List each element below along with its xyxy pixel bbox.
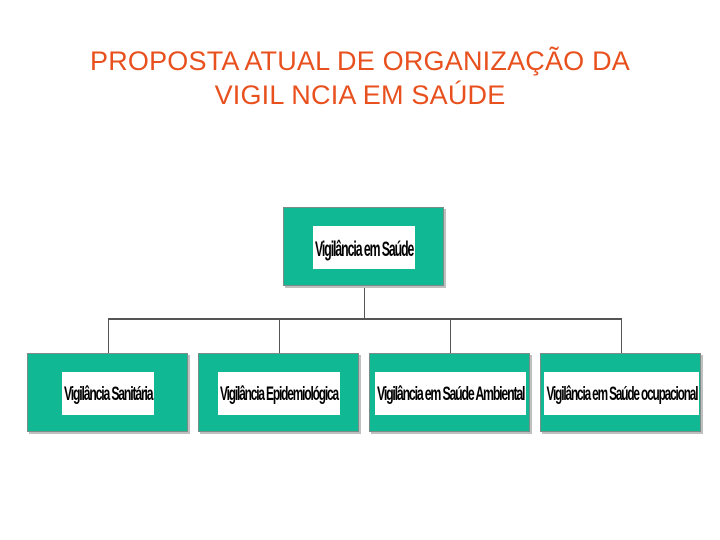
node-label: Vigilância Epidemiológica [218, 372, 340, 415]
node-vigilancia-saude-ambiental: Vigilância em Saúde Ambiental [369, 353, 530, 432]
node-label: Vigilância em Saúde ocupacional [544, 372, 699, 415]
node-vigilancia-epidemiologica: Vigilância Epidemiológica [198, 353, 359, 432]
connector-horizontal-bar [108, 318, 622, 320]
slide-title: PROPOSTA ATUAL DE ORGANIZAÇÃO DA VIGIL N… [0, 44, 720, 112]
connector-child-1 [108, 318, 109, 353]
node-label: Vigilância em Saúde Ambiental [375, 372, 526, 415]
node-label: Vigilância Sanitária [62, 372, 154, 415]
node-label: Vigilância em Saúde [313, 226, 415, 269]
connector-root-stem [364, 286, 365, 318]
node-vigilancia-em-saude: Vigilância em Saúde [283, 207, 444, 286]
connector-child-4 [621, 318, 622, 353]
connector-child-2 [279, 318, 280, 353]
node-vigilancia-sanitaria: Vigilância Sanitária [27, 353, 188, 432]
node-vigilancia-saude-ocupacional: Vigilância em Saúde ocupacional [540, 353, 701, 432]
slide-title-line-2: VIGIL NCIA EM SAÚDE [214, 80, 506, 110]
connector-child-3 [450, 318, 451, 353]
slide-title-line-1: PROPOSTA ATUAL DE ORGANIZAÇÃO DA [89, 46, 630, 76]
